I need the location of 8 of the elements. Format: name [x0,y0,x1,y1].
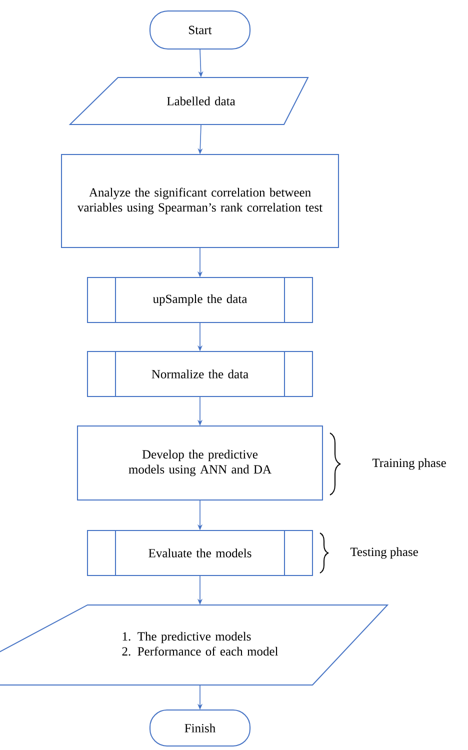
process-box: Analyze the significant correlation between variables using Spearman’s rank correlation test [61,154,339,248]
predefined-process-box: Normalize the data [87,351,313,397]
process-box: Develop the predictive models using ANN and DA [77,426,323,500]
predefined-process-box: Evaluate the models [87,530,313,576]
phase-label: Training phase [372,458,446,470]
predefined-process-box: upSample the data [87,277,313,323]
data-parallelogram: 1. The predictive models 2. Performance of each model [0,604,389,686]
phase-label: Testing phase [350,547,418,559]
